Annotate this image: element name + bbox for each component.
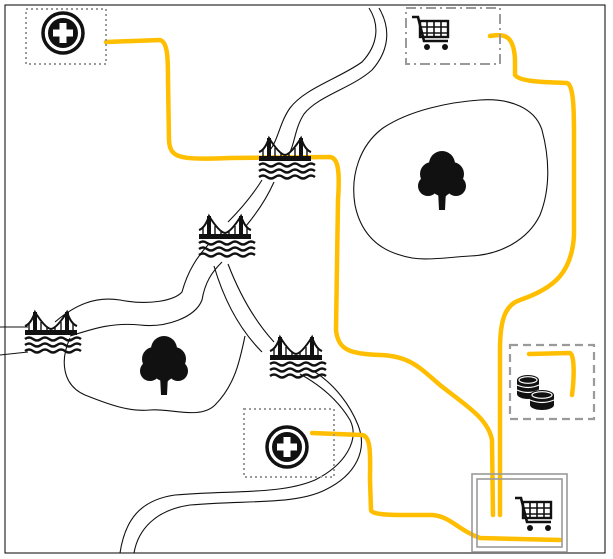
shopping-cart-icon [410,15,450,52]
bank-marker[interactable] [508,343,596,421]
route-line [487,32,577,518]
bridge-icon [197,214,257,258]
coins-icon [516,374,555,411]
route-line [526,350,576,398]
hospital-marker[interactable] [243,408,335,478]
medical-cross-icon [265,425,309,469]
shop-marker[interactable] [405,7,501,65]
bridge-icon [268,335,328,379]
shopping-cart-icon [513,496,553,533]
river-lines [0,7,549,554]
tree-icon [416,149,468,212]
route-paths [103,32,577,543]
shop-marker[interactable] [471,473,568,553]
tree-icon [138,334,190,397]
hospital-marker[interactable] [25,8,107,65]
route-line [309,430,563,543]
route-line [103,37,496,518]
medical-cross-icon [41,11,85,55]
bridge-icon [23,310,83,354]
bridge-icon [257,136,317,180]
map-border [4,4,606,554]
